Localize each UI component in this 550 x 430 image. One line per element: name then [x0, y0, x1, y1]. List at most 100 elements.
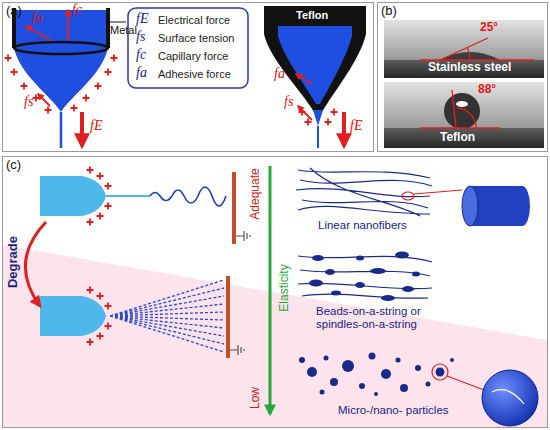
charge-signs — [87, 287, 112, 346]
particle — [307, 367, 317, 377]
particle — [320, 390, 325, 395]
cylinder — [462, 186, 478, 226]
charge-signs — [299, 109, 338, 126]
morphology-label: Beads-on-a-string or spindles-on-a-strin… — [316, 305, 456, 331]
legend-entry: Adhesive force — [158, 68, 231, 80]
particle — [436, 368, 445, 377]
particle — [381, 369, 391, 379]
particle — [299, 357, 305, 363]
beads — [309, 252, 420, 302]
legend-text: Electrical force — [158, 14, 230, 26]
taylor-cone — [313, 110, 323, 126]
bead — [381, 295, 395, 301]
particle — [415, 365, 421, 371]
force-arrow — [298, 106, 312, 120]
legend-entry: Electrical force — [158, 14, 230, 26]
bead — [370, 268, 386, 274]
legend-entry: Surface tension — [158, 32, 234, 44]
sphere-shine — [492, 390, 524, 404]
bead — [402, 286, 414, 292]
legend-symbol: fE — [136, 11, 148, 27]
spray — [110, 280, 224, 352]
panel: (b)25°Stainless steel 88° Teflon — [377, 2, 548, 152]
ground-symbol — [230, 345, 244, 355]
material-label: Teflon — [296, 9, 328, 22]
photo — [384, 82, 544, 128]
droplet — [444, 93, 480, 129]
highlight — [456, 101, 468, 107]
photo — [384, 20, 544, 60]
nozzle — [40, 296, 106, 336]
particle — [426, 382, 431, 387]
nanofibers — [296, 168, 432, 216]
scale-label: Low — [249, 387, 263, 409]
node-heading: (a) — [6, 4, 22, 19]
jet — [60, 112, 63, 148]
bead — [355, 282, 365, 288]
bead — [331, 291, 341, 296]
particle — [396, 358, 401, 363]
jet — [317, 126, 319, 148]
nozzle-rim — [14, 42, 108, 54]
cylinder — [514, 186, 530, 226]
beaded-fibers — [298, 256, 432, 298]
node-text: Teflon — [440, 131, 475, 145]
axis-label: Elasticity — [278, 264, 292, 311]
scale-label: Adequate — [249, 168, 263, 219]
leader-line — [414, 190, 462, 194]
highlight-ring — [402, 192, 414, 200]
degrade-arrow — [25, 222, 46, 306]
force-arrow — [80, 112, 84, 146]
force-symbol: fE — [90, 118, 102, 134]
teflon-nozzle — [264, 6, 366, 112]
bead — [312, 255, 324, 261]
force-symbol: fc — [72, 2, 82, 18]
force-arrow — [67, 10, 69, 40]
particle — [374, 392, 378, 396]
node-text: Stainless steel — [428, 61, 511, 75]
bead — [325, 269, 335, 275]
angle-lines — [420, 38, 535, 60]
particle — [450, 358, 454, 362]
particle — [324, 356, 329, 361]
force-symbol: fa — [32, 10, 43, 26]
bead — [395, 252, 409, 259]
morphology-label: Micro-/nano- particles — [338, 404, 508, 417]
elasticity-arrow — [269, 166, 272, 414]
process-label: Degrade — [6, 236, 21, 288]
pink-region — [3, 245, 547, 427]
particle — [359, 383, 365, 389]
substrate — [384, 60, 544, 78]
force-arrow — [342, 112, 346, 146]
bead — [412, 272, 420, 277]
photo-panel: 25°Stainless steel — [384, 20, 544, 78]
bead — [309, 280, 323, 287]
photo-panel: 88° Teflon — [384, 82, 544, 148]
node-heading: (b) — [381, 4, 397, 19]
force-symbol: fs — [284, 94, 293, 110]
taylor-cone — [14, 48, 108, 112]
particle — [330, 378, 338, 386]
panel: (c) — [2, 156, 548, 428]
node-heading: (c) — [6, 158, 21, 173]
substrate — [384, 128, 544, 148]
whipping-jet — [150, 187, 226, 206]
ground-symbol — [236, 231, 250, 241]
highlight-ring — [432, 364, 448, 380]
particle — [369, 353, 376, 360]
charge-signs — [5, 55, 118, 114]
force-symbol: fa — [274, 66, 285, 82]
force-symbol: fE — [350, 118, 362, 134]
force-arrow — [38, 94, 50, 106]
node-heading: 88° — [478, 83, 496, 97]
collector — [232, 172, 236, 244]
nozzle — [40, 176, 106, 216]
force-symbol: fs — [24, 94, 33, 110]
legend-text: Adhesive force — [158, 68, 231, 80]
legend-text: Surface tension — [158, 32, 234, 44]
morphology-label: Linear nanofibers — [318, 219, 458, 232]
legend-box — [128, 8, 248, 88]
force-arrow — [296, 74, 312, 84]
